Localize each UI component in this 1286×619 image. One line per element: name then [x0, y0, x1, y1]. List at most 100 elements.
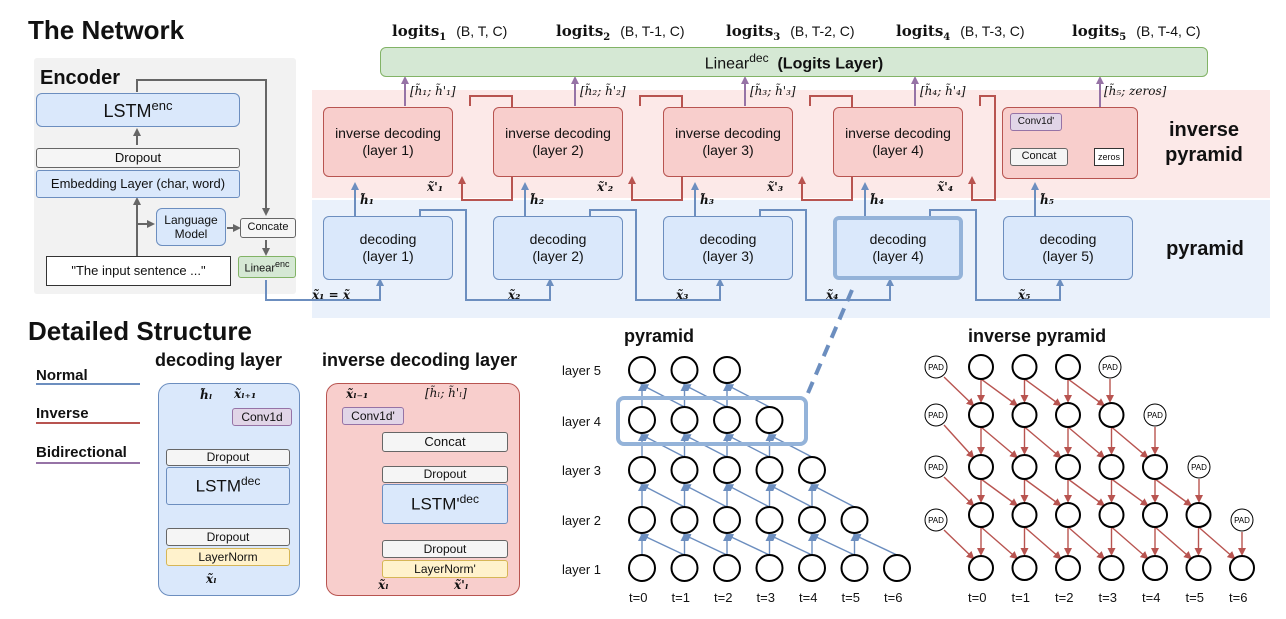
detail-lstm-prime-dec-box: LSTM'dec — [382, 484, 508, 524]
inverse-decoding-text: inverse decoding(layer 4) — [845, 125, 951, 159]
pyramid-node — [798, 506, 826, 534]
inverse-decoding-text: inverse decoding(layer 3) — [675, 125, 781, 159]
linear-enc-box: Linearenc — [238, 256, 296, 278]
pyramid-node — [670, 506, 699, 534]
logits-label: logits5(B, T-4, C) — [1072, 22, 1201, 43]
pyramid-lower-title: pyramid — [624, 326, 695, 346]
detail-lstm-dec-box: LSTMdec — [166, 467, 290, 505]
pyramid-node — [798, 456, 826, 484]
decoding-box: decoding(layer 3) — [663, 216, 793, 280]
decoding-text: decoding(layer 3) — [700, 231, 757, 265]
inverse-decoding-text: inverse decoding(layer 1) — [335, 125, 441, 159]
inverse-decoding-line1: inverse decoding — [335, 125, 441, 142]
pad-label: PAD — [928, 516, 944, 525]
inverse-pyramid-time-label: t=0 — [968, 590, 987, 605]
embedding-layer-box: Embedding Layer (char, word) — [36, 170, 240, 198]
language-model-label: Language Model — [164, 212, 218, 241]
pyramid-node — [713, 356, 741, 384]
logits-shape: (B, T-4, C) — [1136, 23, 1201, 39]
h-math-label: h̃₄ — [870, 193, 884, 207]
top-conv1d-prime-label: Conv1d' — [1017, 116, 1055, 127]
pyramid-node — [755, 456, 784, 484]
x-math-label: x̃₁ = x̃ — [312, 288, 350, 302]
pyramid-node — [840, 554, 869, 582]
zeros-box: zeros — [1094, 148, 1124, 166]
inverse-pyramid-node — [968, 502, 994, 528]
detail-layernorm-label: LayerNorm — [198, 549, 258, 564]
pyramid-time-label: t=3 — [756, 590, 775, 605]
pyramid-node — [798, 554, 826, 582]
legend-normal: Normal — [36, 367, 88, 384]
inverse-pyramid-edge — [1024, 478, 1062, 507]
decoding-line1: decoding — [699, 231, 757, 248]
decoding-line1: decoding — [1039, 231, 1097, 248]
decoding-text: decoding(layer 4) — [870, 231, 927, 265]
inverse-pyramid-edge — [943, 424, 975, 459]
inverse-pyramid-edge — [1154, 526, 1193, 560]
h-math-label: h̃₃ — [700, 193, 714, 207]
pyramid-layer-label: layer 4 — [562, 414, 602, 429]
input-sentence-box: "The input sentence ..." — [46, 256, 231, 286]
detail-layernorm-prime-box: LayerNorm' — [382, 560, 508, 578]
detail-inv-xprime-label: x̃'ₗ — [454, 578, 469, 592]
detail-inv-dropout-bottom-label: Dropout — [423, 541, 467, 556]
inverse-pyramid-node — [1098, 555, 1125, 581]
detail-lstm-prime-dec-label: LSTM'dec — [411, 492, 479, 515]
top-conv1d-prime-box: Conv1d' — [1010, 113, 1062, 131]
detail-inv-x-label: x̃ₗ — [378, 578, 389, 592]
logits-sub: 1 — [439, 31, 447, 43]
concate-box: Concate — [240, 218, 296, 238]
pyramid-edge — [725, 484, 770, 508]
detail-dec-x-label: x̃ₗ — [206, 572, 217, 586]
pyramid-node — [713, 506, 741, 534]
concat-math-label: [h̃₁; h̃'₁] — [410, 84, 456, 98]
decoding-text: decoding(layer 1) — [360, 231, 417, 265]
linear-enc-label: Linearenc — [244, 258, 290, 275]
detail-dropout-top-label: Dropout — [206, 450, 250, 465]
pyramid-node — [670, 554, 699, 582]
inverse-pyramid-node — [968, 555, 994, 581]
h-math-label: h̃₁ — [360, 193, 374, 207]
pyramid-node — [628, 506, 656, 534]
top-concat-label: Concat — [1021, 150, 1057, 163]
pad-label: PAD — [1234, 516, 1250, 525]
logits-label: logits4(B, T-3, C) — [896, 22, 1025, 43]
pyramid-node — [628, 356, 656, 384]
pad-node — [924, 508, 948, 532]
inverse-pyramid-node — [1011, 354, 1038, 380]
inverse-pyramid-node — [968, 454, 994, 480]
pyramid-time-label: t=2 — [714, 590, 733, 605]
linear-dec-box: Lineardec (Logits Layer) — [380, 47, 1208, 77]
pad-label: PAD — [928, 363, 944, 372]
pyramid-edge — [852, 533, 898, 556]
encoder-dropout-label: Dropout — [114, 150, 162, 166]
decoding-line1: decoding — [359, 231, 417, 248]
detail-concat-label: Concat — [424, 434, 466, 450]
pyramid-node — [755, 506, 784, 534]
inverse-decoding-line2: (layer 4) — [872, 142, 924, 158]
inverse-pyramid-edge — [1024, 526, 1062, 560]
inverse-pyramid-edge — [980, 426, 1019, 459]
inverse-pyramid-node — [968, 402, 994, 428]
detail-conv1d-prime-label: Conv1d' — [351, 408, 395, 423]
pyramid-time-label: t=0 — [629, 590, 648, 605]
pad-label: PAD — [1191, 463, 1207, 472]
concat-math-label: [h̃₂; h̃'₂] — [580, 84, 626, 98]
logits-shape: (B, T-1, C) — [620, 23, 685, 39]
zeros-label: zeros — [1097, 151, 1120, 162]
pad-node — [1230, 508, 1254, 532]
detailed-structure-title: Detailed Structure — [28, 316, 252, 346]
decoding-line2: (layer 1) — [362, 248, 414, 264]
pyramid-highlight-box — [616, 396, 808, 446]
inverse-pyramid-edge — [1024, 378, 1062, 407]
detail-inverse-title: inverse decoding layer — [322, 350, 518, 370]
detail-concat-box: Concat — [382, 432, 508, 452]
inverse-decoding-box: inverse decoding(layer 2) — [493, 107, 623, 177]
detail-conv1d-box: Conv1d — [232, 408, 292, 426]
pyramid-edge — [682, 533, 728, 556]
inverse-pyramid-node — [1229, 555, 1255, 581]
pyramid-node — [883, 554, 911, 582]
inverse-decoding-line2: (layer 1) — [362, 142, 414, 158]
inverse-pyramid-node — [1098, 454, 1125, 480]
